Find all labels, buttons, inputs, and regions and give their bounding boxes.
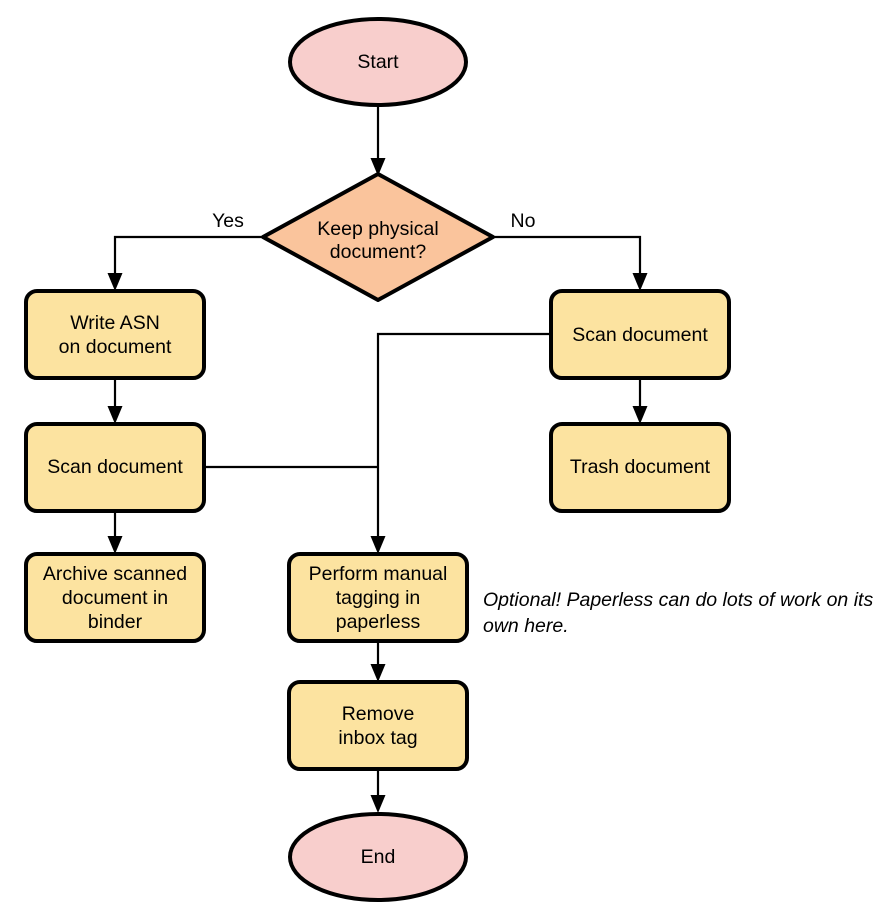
edge-decision-no-to-scan-right	[493, 235, 648, 291]
start-ellipse[interactable]	[288, 17, 468, 107]
arrow-head-trash	[632, 406, 648, 424]
manual-tagging-label-line3: paperless	[336, 611, 421, 633]
edge-line-scan-right-to-merge	[376, 332, 551, 541]
end-ellipse[interactable]	[288, 812, 468, 902]
trash-document-label: Trash document	[570, 456, 711, 478]
node-end[interactable]: End	[288, 812, 468, 902]
edge-label-no: No	[511, 210, 536, 232]
manual-tagging-label-line2: tagging in	[336, 587, 421, 609]
edge-line-no	[493, 235, 642, 278]
scan-document-right-box[interactable]	[549, 289, 731, 380]
scan-document-right-label: Scan document	[572, 324, 708, 346]
end-label: End	[361, 846, 396, 868]
edge-scan-left-to-archive	[107, 511, 123, 554]
arrow-head-scan-right	[632, 273, 648, 291]
scan-document-left-label: Scan document	[47, 456, 183, 478]
node-scan-document-right[interactable]: Scan document	[549, 289, 731, 380]
trash-document-box[interactable]	[549, 422, 731, 513]
arrow-head-manual-tagging	[370, 536, 386, 554]
decision-diamond[interactable]	[261, 172, 495, 302]
remove-inbox-label-line1: Remove	[342, 703, 415, 725]
arrow-head-scan-left	[107, 406, 123, 424]
arrow-head-archive	[107, 536, 123, 554]
edge-decision-yes-to-write-asn	[107, 235, 263, 291]
arrow-head-write-asn	[107, 273, 123, 291]
node-trash-document[interactable]: Trash document	[549, 422, 731, 513]
scan-document-left-box[interactable]	[24, 422, 206, 513]
write-asn-box[interactable]	[24, 289, 206, 380]
node-perform-manual-tagging[interactable]: Perform manual tagging in paperless	[287, 552, 469, 643]
node-archive-scanned-document[interactable]: Archive scanned document in binder	[24, 552, 206, 643]
optional-note-annotation: Optional! Paperless can do lots of work …	[483, 589, 874, 637]
archive-label-line1: Archive scanned	[43, 563, 187, 585]
start-label: Start	[357, 51, 399, 73]
write-asn-label-line1: Write ASN	[70, 312, 160, 334]
archive-label-line3: binder	[88, 611, 143, 633]
manual-tagging-label-line1: Perform manual	[309, 563, 448, 585]
manual-tagging-box[interactable]	[287, 552, 469, 643]
edge-label-yes: Yes	[212, 210, 244, 232]
edge-write-asn-to-scan-left	[107, 378, 123, 424]
decision-label-line1: Keep physical	[317, 218, 438, 240]
remove-inbox-tag-box[interactable]	[287, 680, 469, 771]
decision-label-line2: document?	[330, 241, 427, 263]
edge-scan-right-to-trash	[632, 378, 648, 424]
arrow-head-end	[370, 795, 386, 813]
node-remove-inbox-tag[interactable]: Remove inbox tag	[287, 680, 469, 771]
arrow-head-remove-inbox	[370, 664, 386, 682]
write-asn-label-line2: on document	[59, 336, 172, 358]
remove-inbox-label-line2: inbox tag	[338, 727, 417, 749]
edge-manual-tagging-to-remove-inbox	[370, 641, 386, 682]
edge-remove-inbox-to-end	[370, 769, 386, 813]
node-start[interactable]: Start	[288, 17, 468, 107]
edge-line-yes	[113, 235, 263, 278]
node-decision-keep-physical-document[interactable]: Keep physical document?	[261, 172, 495, 302]
edge-start-to-decision	[370, 107, 386, 176]
arrow-head-decision	[370, 158, 386, 176]
archive-box[interactable]	[24, 552, 206, 643]
node-scan-document-left[interactable]: Scan document	[24, 422, 206, 513]
node-write-asn[interactable]: Write ASN on document	[24, 289, 206, 380]
archive-label-line2: document in	[62, 587, 168, 609]
